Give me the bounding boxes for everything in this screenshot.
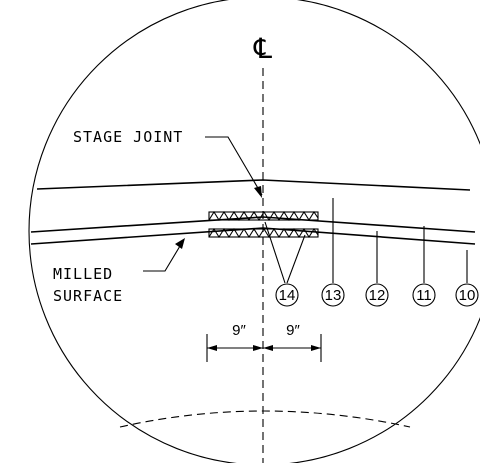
dimension-left: 9″ (232, 322, 246, 339)
lower-dashed-arc (119, 410, 411, 428)
milled-arrowhead (175, 238, 185, 249)
milled-leader (143, 240, 184, 272)
stage-joint-arrowhead (254, 186, 262, 198)
lower-layer-line (30, 227, 476, 245)
svg-text:12: 12 (369, 287, 386, 304)
callout-11: 11 (412, 283, 436, 307)
svg-text:11: 11 (416, 287, 432, 304)
callout-10: 10 (455, 283, 479, 307)
upper-layer-line (30, 216, 476, 233)
callout-12: 12 (365, 283, 389, 307)
top-surface-line (36, 179, 471, 191)
dimension-right: 9″ (286, 322, 300, 339)
svg-text:14: 14 (279, 287, 296, 304)
dimension-lines (206, 334, 322, 362)
milled-label-line1: MILLED (53, 265, 113, 283)
stage-joint-label: STAGE JOINT (73, 128, 183, 146)
detail-circle (28, 0, 480, 463)
centerline-symbol: ℄ (253, 32, 272, 65)
stage-joint-leader (205, 136, 263, 196)
milled-label-line2: SURFACE (53, 287, 123, 305)
svg-text:10: 10 (459, 287, 476, 304)
callout-14: 14 (275, 283, 299, 307)
callout-13: 13 (321, 283, 345, 307)
svg-text:13: 13 (325, 287, 342, 304)
stage-joint-strips (208, 210, 319, 239)
callout-leaders (264, 198, 468, 284)
